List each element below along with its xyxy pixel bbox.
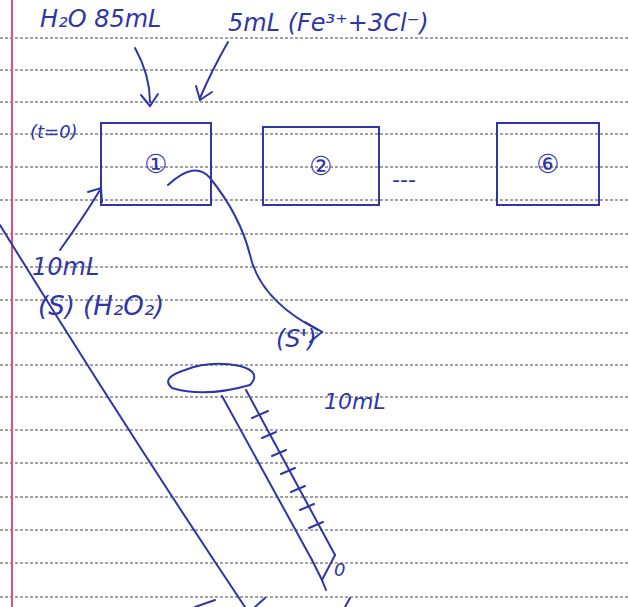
solution-note: (S') xyxy=(276,326,317,352)
beaker-box: ② xyxy=(262,126,380,206)
beaker-box: ① xyxy=(100,122,212,206)
volume-note: H₂O 85mL xyxy=(40,6,161,32)
time-note: (t=0) xyxy=(30,122,78,142)
ellipsis: --- xyxy=(392,168,416,192)
scale-zero: 0 xyxy=(334,560,345,580)
beaker-box: ⑥ xyxy=(496,122,600,206)
volume-note: 10mL xyxy=(32,254,99,280)
beaker-number: ② xyxy=(309,151,332,181)
reagent-note: 5mL (Fe³⁺+3Cl⁻) xyxy=(228,10,429,36)
volume-note: 10mL xyxy=(324,390,386,414)
solution-note: (S) (H₂O₂) xyxy=(38,292,164,321)
beaker-number: ⑥ xyxy=(536,149,559,179)
beaker-number: ① xyxy=(144,149,167,179)
